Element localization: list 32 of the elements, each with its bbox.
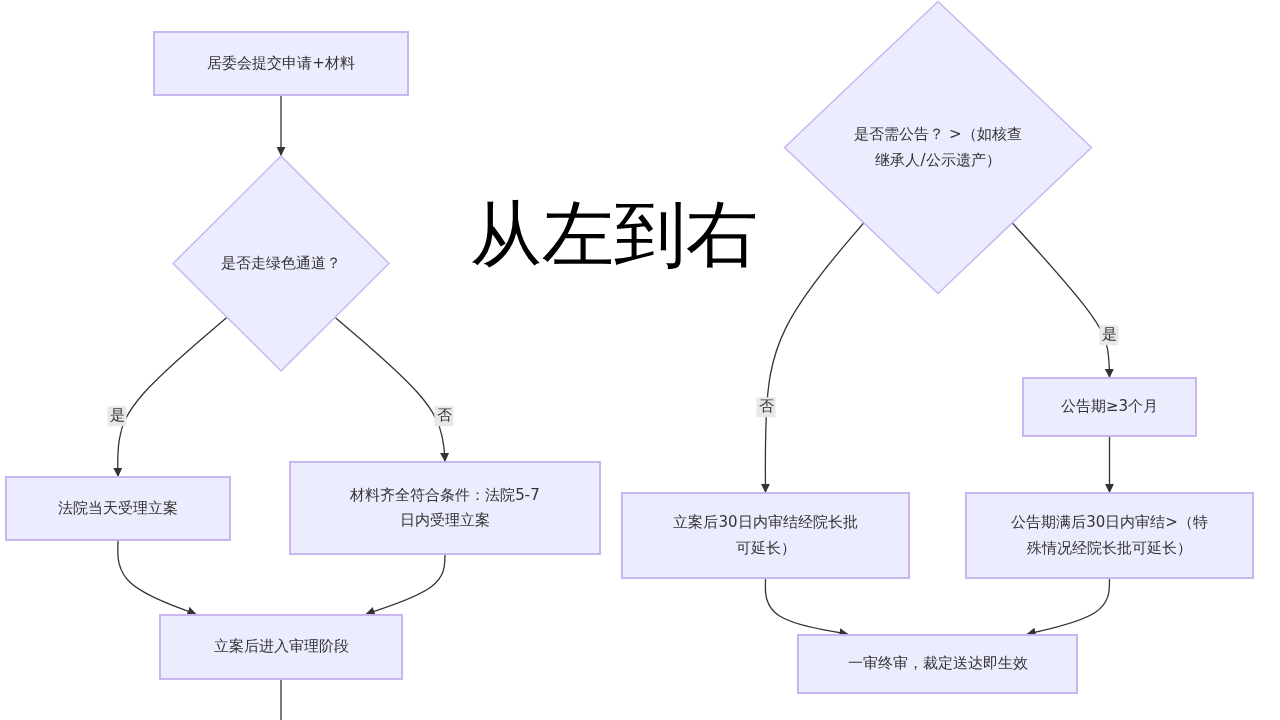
decision-diamond — [172, 155, 390, 372]
process-box — [153, 31, 409, 96]
heading-text: 从左到右 — [470, 195, 758, 275]
node-text: 一审终审，裁定送达即生效 — [846, 653, 1029, 675]
node-text: 立案后进入审理阶段 — [212, 636, 350, 658]
node-text: 是否走绿色通道？ — [220, 252, 342, 274]
process-box — [1022, 377, 1197, 437]
edge-label: 否 — [756, 397, 776, 417]
process-box — [5, 476, 231, 541]
node-text: 公告期≥3个月 — [1059, 396, 1160, 418]
edge-label: 是 — [107, 406, 127, 426]
process-box — [159, 614, 403, 680]
arrow — [113, 317, 228, 477]
node-text: 立案后30日内审结经院长批可延长） — [672, 512, 859, 559]
arrow — [117, 540, 197, 616]
arrow — [276, 95, 286, 156]
process-box — [797, 634, 1078, 694]
edge-label: 否 — [434, 406, 454, 426]
arrow — [365, 554, 446, 616]
node-text: 公告期满后30日内审结>（特殊情况经院长批可延长） — [1010, 512, 1209, 559]
node-text: 是否需公告？ >（如核查继承人/公示遗产） — [853, 124, 1023, 171]
arrow — [1026, 578, 1111, 637]
arrow — [1104, 436, 1115, 493]
process-box — [289, 461, 601, 555]
process-box — [965, 492, 1254, 579]
node-text: 居委会提交申请+材料 — [206, 52, 356, 74]
node-text: 法院当天受理立案 — [57, 497, 179, 519]
node-text: 材料齐全符合条件：法院5-7日内受理立案 — [349, 484, 541, 531]
process-box — [621, 492, 910, 579]
decision-diamond — [783, 0, 1093, 295]
edge-label: 是 — [1099, 325, 1119, 345]
arrow — [334, 317, 450, 462]
